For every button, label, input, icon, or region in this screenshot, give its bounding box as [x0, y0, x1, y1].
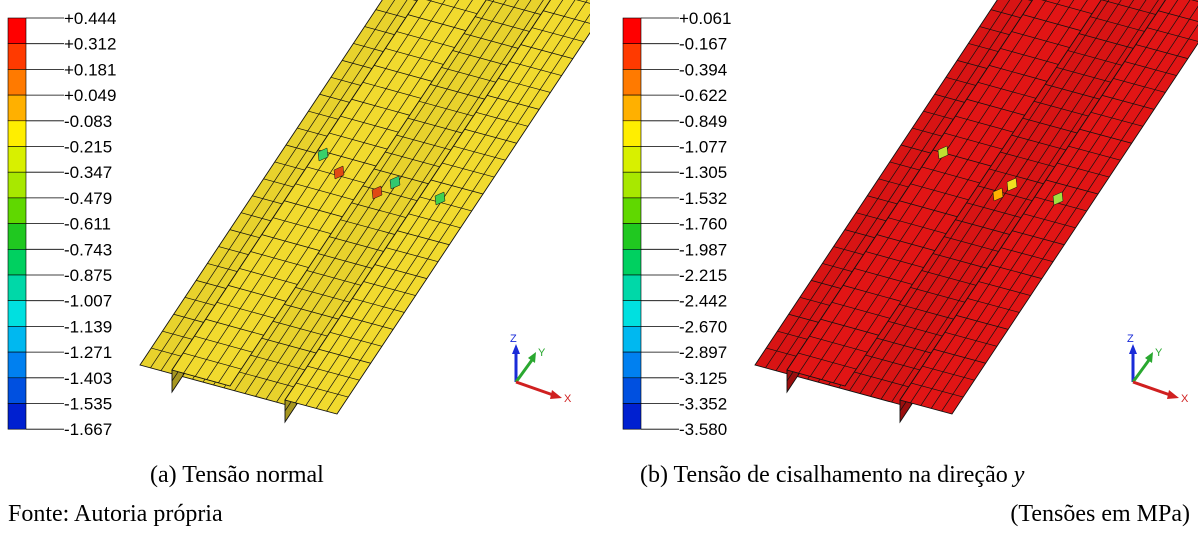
- stress-hotspot: [317, 147, 329, 162]
- legend-label: -0.083: [64, 112, 112, 131]
- axis-triad-icon: Z Y X: [1127, 333, 1189, 405]
- legend-label: -1.535: [64, 395, 112, 414]
- legend-swatch: [7, 197, 27, 224]
- legend-swatch: [622, 146, 642, 173]
- legend-label: -0.849: [679, 112, 727, 131]
- caption-text: (b) Tensão de cisalhamento na direção: [640, 462, 1014, 488]
- legend-swatch: [7, 146, 27, 173]
- legend-label: -2.442: [679, 292, 727, 311]
- legend-label: +0.049: [64, 86, 116, 105]
- stress-hotspot: [434, 191, 446, 206]
- legend-swatch: [622, 17, 642, 45]
- axis-label: Y: [1155, 347, 1163, 359]
- fem-mesh-render: Z Y X: [754, 0, 1198, 424]
- legend-swatch: [622, 249, 642, 276]
- legend-label: -0.743: [64, 240, 112, 259]
- axis-label: X: [564, 393, 572, 405]
- legend-swatch: [7, 326, 27, 353]
- legend-swatch: [622, 403, 642, 430]
- legend-swatch: [7, 377, 27, 404]
- legend-label: -1.271: [64, 343, 112, 362]
- legend-swatch: [622, 377, 642, 404]
- legend-swatch: [622, 171, 642, 199]
- legend-label: -1.403: [64, 369, 112, 388]
- legend-label: -0.479: [64, 189, 112, 208]
- legend-swatch: [7, 351, 27, 379]
- stress-hotspot: [389, 175, 401, 190]
- legend-label: -0.875: [64, 266, 112, 285]
- legend-swatch: [7, 274, 27, 302]
- legend-label: -1.305: [679, 163, 727, 182]
- legend-label: -3.580: [679, 420, 727, 439]
- legend-label: -0.622: [679, 86, 727, 105]
- legend-label: -1.760: [679, 215, 727, 234]
- caption-direction-var: y: [1013, 462, 1025, 488]
- legend-swatch: [622, 43, 642, 70]
- axis-label: X: [1181, 393, 1189, 405]
- legend-label: -1.139: [64, 317, 112, 336]
- axis-label: Z: [1127, 333, 1134, 345]
- legend-label: -1.667: [64, 420, 112, 439]
- axis-label: Z: [510, 333, 517, 345]
- figure-source: Fonte: Autoria própria: [8, 501, 223, 527]
- legend-label: -3.352: [679, 395, 727, 414]
- legend-swatch: [7, 120, 27, 147]
- legend-swatch: [622, 197, 642, 224]
- legend-swatch: [622, 69, 642, 96]
- legend-label: -3.125: [679, 369, 727, 388]
- stress-hotspot: [1052, 191, 1064, 206]
- units-note: (Tensões em MPa): [1010, 501, 1190, 527]
- legend-label: +0.061: [679, 9, 731, 28]
- legend-label: -0.611: [64, 215, 111, 234]
- legend-swatch: [622, 326, 642, 353]
- legend-label: -0.167: [679, 35, 727, 54]
- rib-flange: [786, 0, 1102, 387]
- legend-label: -2.670: [679, 317, 727, 336]
- legend-swatch: [7, 300, 27, 327]
- legend-swatch: [622, 120, 642, 147]
- legend-swatch: [7, 171, 27, 199]
- legend-swatch: [7, 69, 27, 96]
- legend-label: -1.987: [679, 240, 727, 259]
- caption-shear-stress: (b) Tensão de cisalhamento na direção y: [640, 462, 1024, 489]
- legend-label: -1.532: [679, 189, 727, 208]
- legend-swatch: [7, 43, 27, 70]
- legend-label: -2.215: [679, 266, 727, 285]
- legend-swatch: [7, 223, 27, 250]
- stress-hotspot: [1006, 177, 1018, 192]
- legend-label: -0.394: [679, 60, 727, 79]
- legend-swatch: [622, 274, 642, 302]
- stress-hotspot: [937, 145, 949, 160]
- caption-normal-stress: (a) Tensão normal: [150, 462, 324, 488]
- legend-label: -2.897: [679, 343, 727, 362]
- legend-swatch: [7, 249, 27, 276]
- legend-swatch: [622, 223, 642, 250]
- stress-hotspot: [371, 185, 383, 200]
- legend-label: -0.215: [64, 138, 112, 157]
- fem-mesh-render: Z Y X: [139, 0, 590, 424]
- legend-label: -0.347: [64, 163, 112, 182]
- stress-hotspot: [333, 165, 345, 180]
- legend-label: +0.312: [64, 35, 116, 54]
- panel-shear-stress-y: Z Y X +0.061 -0.167 -0.394 -0.622 -0.849 -1.077…: [615, 0, 1198, 460]
- legend-label: -1.077: [679, 138, 727, 157]
- axis-triad-icon: Z Y X: [510, 333, 572, 405]
- stress-hotspot: [992, 187, 1004, 202]
- panel-normal-stress: Z Y X +0.444 +0.312 +0.181 +0.049 -0.083 -0.215…: [0, 0, 590, 460]
- legend-swatch: [622, 351, 642, 379]
- color-legend: +0.444 +0.312 +0.181 +0.049 -0.083 -0.215 -0.3…: [7, 9, 116, 439]
- rib-flange: [899, 0, 1198, 415]
- legend-swatch: [7, 17, 27, 45]
- color-legend: +0.061 -0.167 -0.394 -0.622 -0.849 -1.077 -1.3…: [622, 9, 731, 439]
- rib-flange: [171, 0, 487, 387]
- axis-label: Y: [538, 347, 546, 359]
- legend-label: +0.181: [64, 60, 116, 79]
- legend-label: -1.007: [64, 292, 112, 311]
- legend-swatch: [7, 403, 27, 430]
- legend-swatch: [622, 94, 642, 122]
- legend-label: +0.444: [64, 9, 116, 28]
- legend-swatch: [7, 94, 27, 122]
- rib-flange: [284, 0, 590, 415]
- legend-swatch: [622, 300, 642, 327]
